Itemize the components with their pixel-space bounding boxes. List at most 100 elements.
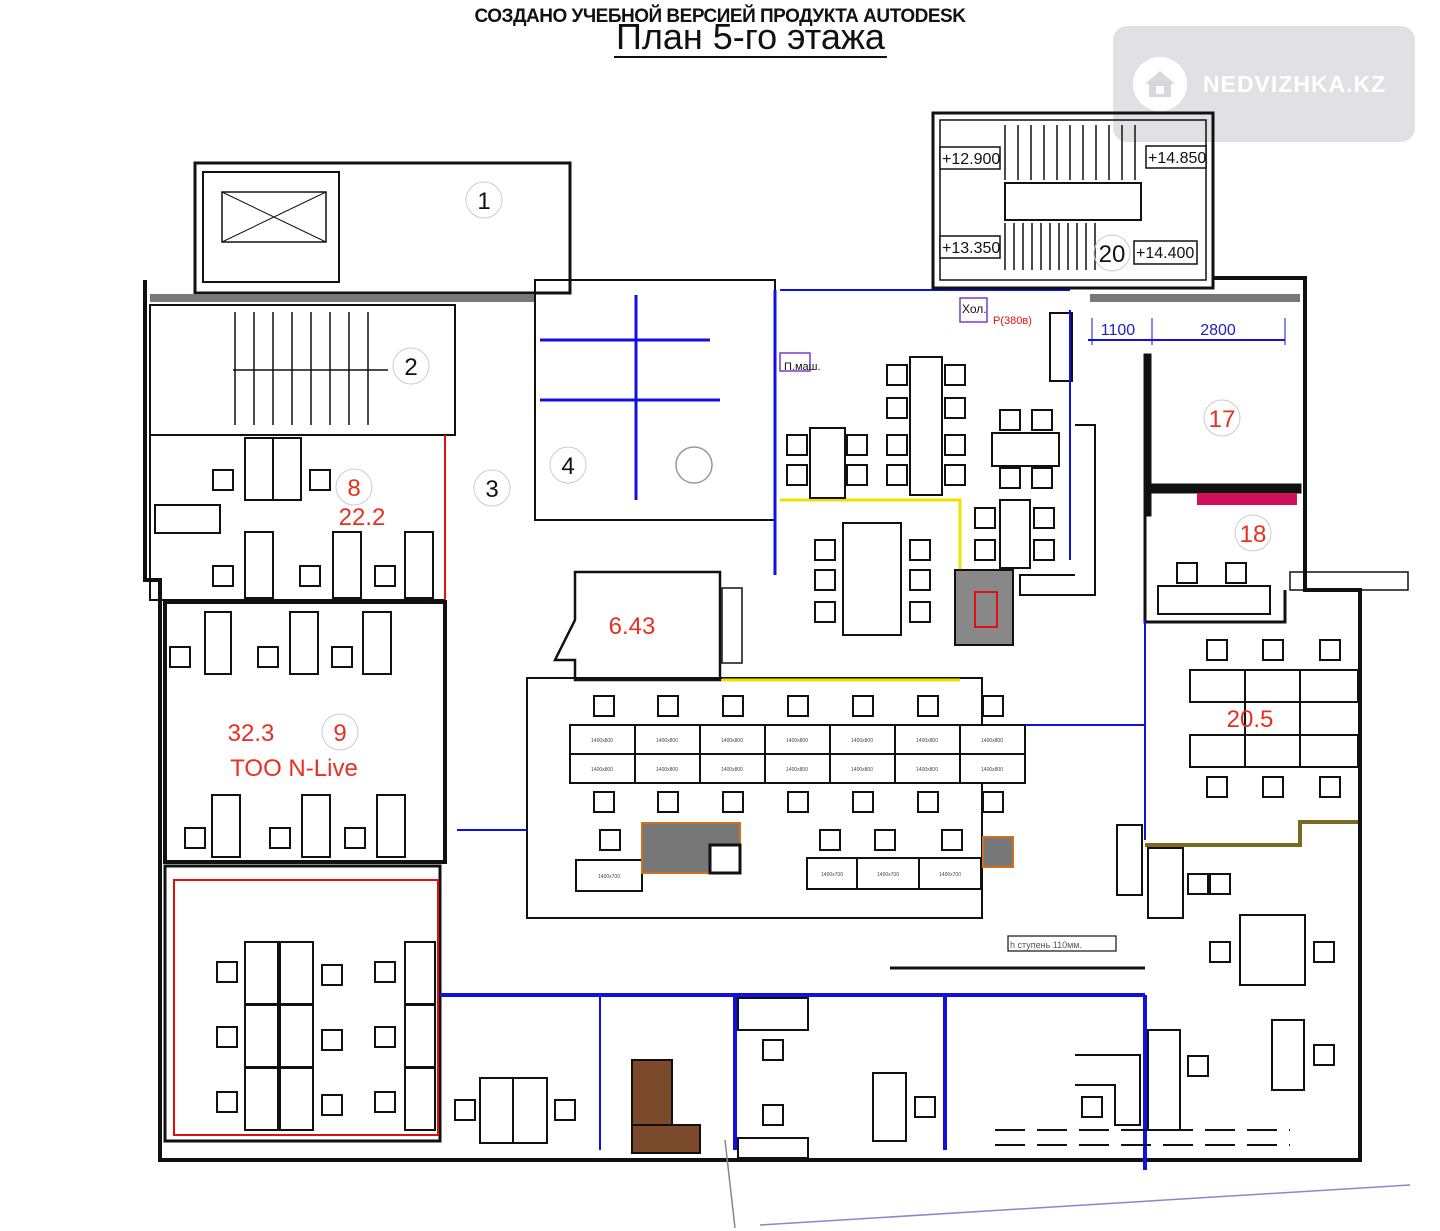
chair-square xyxy=(599,829,621,851)
socket-label: P(380в) xyxy=(993,315,1032,327)
level-mark: +12.900 xyxy=(942,151,1000,168)
chair-square xyxy=(886,464,908,486)
chair-square xyxy=(321,1029,343,1051)
chair-square xyxy=(212,469,234,491)
desk xyxy=(959,753,1026,784)
chair-square xyxy=(593,695,615,717)
plan-title: План 5-го этажа xyxy=(614,16,887,58)
chair-square xyxy=(1209,941,1231,963)
chair-square xyxy=(914,1096,936,1118)
chair-square xyxy=(331,646,353,668)
nedvizhka-badge[interactable]: NEDVIZHKA.KZ xyxy=(1113,26,1415,142)
desk-size-label: 1400x800 xyxy=(916,738,938,744)
chair-square xyxy=(846,464,868,486)
chair-square xyxy=(722,791,744,813)
room-number-18: 18 xyxy=(1240,521,1267,548)
desk-size-label: 1400x700 xyxy=(598,874,620,880)
chair-square xyxy=(974,507,996,529)
desk xyxy=(575,859,643,892)
chair-square xyxy=(874,829,896,851)
chair-square xyxy=(657,695,679,717)
chair-square xyxy=(554,1099,576,1121)
chair-square xyxy=(1319,776,1341,798)
desk xyxy=(404,1004,436,1068)
chair-square xyxy=(814,601,836,623)
chair-square xyxy=(787,695,809,717)
desk xyxy=(301,794,331,858)
desk-size-label: 1400x800 xyxy=(981,738,1003,744)
chair-square xyxy=(212,565,234,587)
chair-square xyxy=(944,397,966,419)
desk xyxy=(244,1067,279,1131)
desk xyxy=(279,1004,314,1068)
desk xyxy=(362,611,392,675)
room-red-labels: 8 22.2 9 32.3 TOO N-Live 17 18 6.43 20.5 xyxy=(228,406,1274,782)
room-tenant-9: TOO N-Live xyxy=(230,755,358,782)
chair-square xyxy=(299,565,321,587)
house-icon xyxy=(1133,57,1187,111)
washer-label: П.маш. xyxy=(784,361,821,373)
office-desks: 1400x800 1400x800 1400x800 1400x800 1400x800… xyxy=(569,724,1026,892)
desk-size-label: 1400x800 xyxy=(591,738,613,744)
chair-square xyxy=(917,695,939,717)
chair-square xyxy=(944,464,966,486)
chair-square xyxy=(1187,873,1209,895)
desk xyxy=(569,724,636,755)
room-area-8: 22.2 xyxy=(339,504,386,531)
desk xyxy=(376,794,406,858)
desk xyxy=(272,437,302,501)
chair-square xyxy=(786,464,808,486)
desk-size-label: 1400x800 xyxy=(786,738,808,744)
level-marks: +12.900 +14.850 +13.350 +14.400 xyxy=(939,145,1207,265)
room-number-3: 3 xyxy=(485,476,498,503)
desk xyxy=(204,611,232,675)
chair-square xyxy=(886,434,908,456)
chair-square xyxy=(917,791,939,813)
desk-size-label: 1400x700 xyxy=(939,872,961,878)
chair-square xyxy=(216,1026,238,1048)
chair-square xyxy=(982,695,1004,717)
chair-square xyxy=(593,791,615,813)
annotations: Хол. P(380в) П.маш. h ступень 110мм. xyxy=(779,297,1082,950)
chair-square xyxy=(846,434,868,456)
desk-size-label: 1400x800 xyxy=(916,767,938,773)
chair-square xyxy=(374,565,396,587)
desk-size-label: 1400x800 xyxy=(721,767,743,773)
chair-square xyxy=(909,539,931,561)
chair-square xyxy=(184,827,206,849)
desk xyxy=(279,1067,314,1131)
desk-size-label: 1400x700 xyxy=(821,872,843,878)
desk xyxy=(211,794,241,858)
room-labels: 1 2 3 4 20 xyxy=(321,181,1272,751)
room-number-2: 2 xyxy=(404,354,417,381)
chair-square xyxy=(722,695,744,717)
chair-square xyxy=(852,695,874,717)
chair-square xyxy=(321,964,343,986)
fridge-label: Хол. xyxy=(962,302,987,316)
chair-square xyxy=(819,829,841,851)
room-area-small: 6.43 xyxy=(609,613,656,640)
chair-square xyxy=(999,467,1021,489)
chair-square xyxy=(1206,639,1228,661)
chair-square xyxy=(269,827,291,849)
desk-size-label: 1400x800 xyxy=(656,767,678,773)
desk xyxy=(918,857,982,890)
chair-square xyxy=(374,1091,396,1113)
room-number-9: 9 xyxy=(333,720,346,747)
step-note: h ступень 110мм. xyxy=(1010,940,1082,950)
chair-square xyxy=(1033,507,1055,529)
chair-square xyxy=(1187,1055,1209,1077)
chair-square xyxy=(1319,639,1341,661)
desk-size-label: 1400x800 xyxy=(721,738,743,744)
chair-square xyxy=(999,409,1021,431)
room-number-4: 4 xyxy=(561,453,574,480)
chair-square xyxy=(216,961,238,983)
chair-square xyxy=(216,1091,238,1113)
chair-square xyxy=(1313,1044,1335,1066)
room-number-8: 8 xyxy=(347,475,360,502)
desk xyxy=(404,1067,436,1131)
dimensions: 1100 2800 xyxy=(1091,318,1286,345)
chair-square xyxy=(762,1039,784,1061)
chair-square xyxy=(814,569,836,591)
